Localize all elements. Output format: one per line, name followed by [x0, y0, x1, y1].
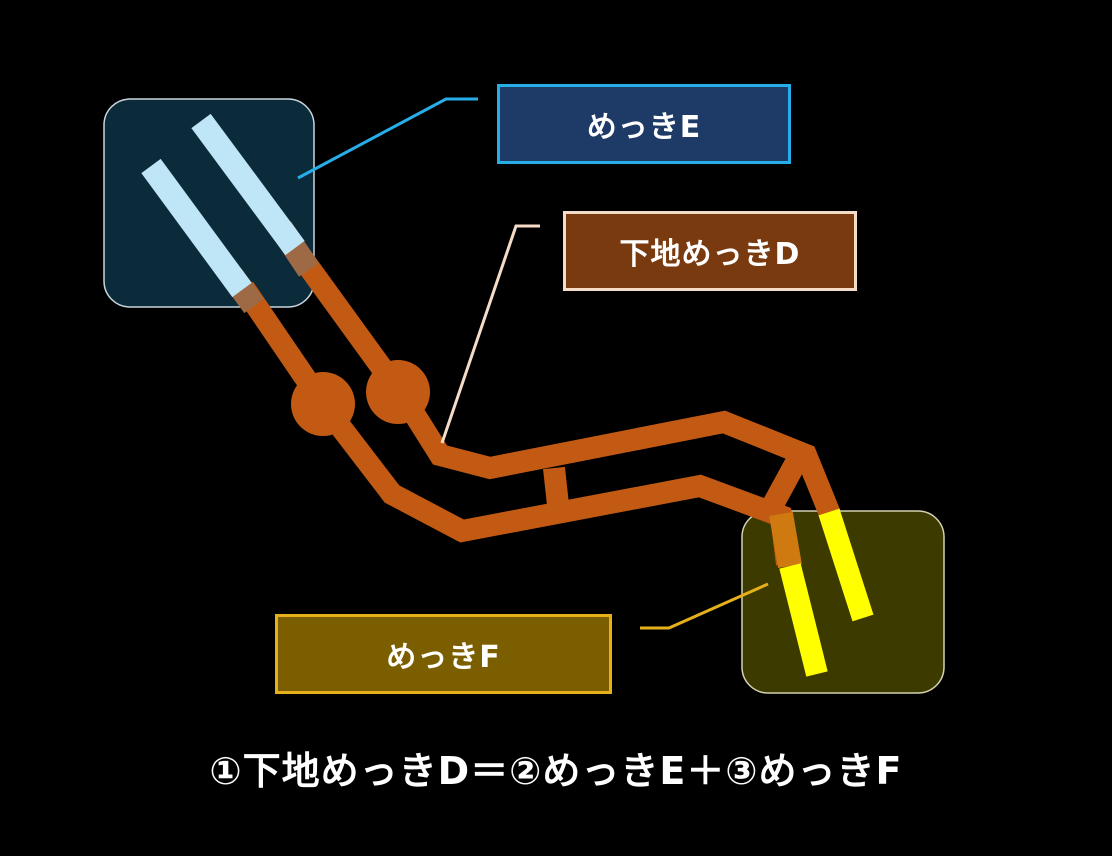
leader-line-e	[297, 97, 478, 180]
plating-e-stripes	[141, 113, 305, 298]
right-bridge-trace	[760, 449, 810, 516]
leader-line-d	[440, 224, 540, 444]
bridge-trace	[543, 466, 569, 507]
base-plating-d-label-text: 下地めっきD	[619, 237, 801, 272]
plating-f-stripe-left	[779, 563, 828, 677]
plating-e-zone	[103, 98, 315, 308]
lower-trace-zone-f	[769, 511, 802, 569]
plating-e-stripe-lower	[141, 158, 252, 298]
plating-e-label-text: めっきE	[586, 110, 702, 145]
plating-e-stripe-upper	[191, 113, 305, 256]
plating-e-label: めっきE	[497, 84, 791, 164]
plating-f-label-text: めっきF	[386, 640, 501, 675]
plating-f-stripes	[779, 508, 874, 677]
leader-line-f	[640, 582, 769, 630]
base-plating-d-label: 下地めっきD	[563, 211, 857, 291]
equation-text: ①下地めっきD＝②めっきE＋③めっきF	[209, 749, 903, 793]
pad-right	[366, 360, 430, 424]
pad-left	[291, 372, 355, 436]
plating-f-stripe-right	[818, 508, 874, 622]
plating-f-label: めっきF	[275, 614, 612, 694]
